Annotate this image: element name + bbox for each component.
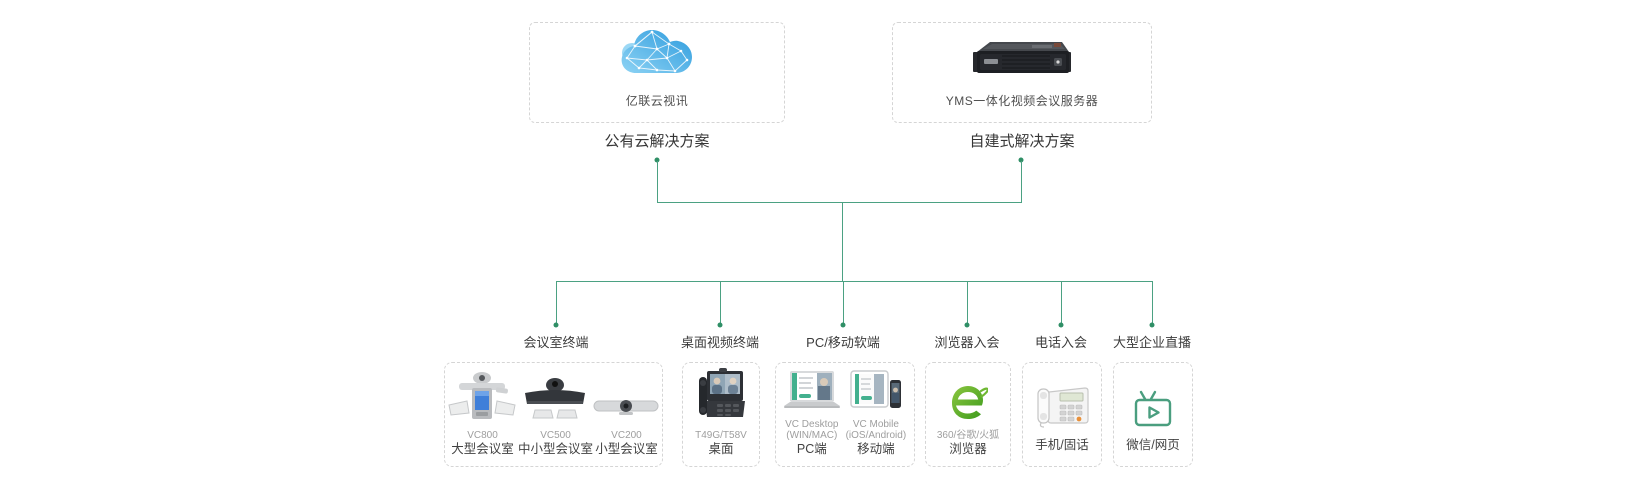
device-live-tv: 微信/网页 [1126,363,1180,466]
vc500-codec-icon [523,377,587,426]
category-pc-mobile: PC/移动软端 [806,335,880,350]
category-desktop-video: 桌面视频终端 [680,335,760,350]
cloud-icon [617,26,697,83]
device-desk-phone: 手机/固话 [1035,363,1089,466]
connector-line [657,202,1022,203]
live-streaming-box: 微信/网页 [1113,362,1193,467]
on-premise-caption: 自建式解决方案 [969,133,1075,150]
connector-line [842,202,843,282]
browser-icon [948,381,989,426]
connector-dot [717,322,723,328]
browser-join-box: 360/谷歌/火狐 浏览器 [925,362,1011,467]
connector-dot [964,322,970,328]
device-type: 大型会议室 [451,442,514,456]
public-cloud-solution-box: 亿联云视讯 [529,22,785,123]
connector-line [657,161,658,203]
tablet-phone-icon [850,370,902,415]
device-vc-desktop: VC Desktop (WIN/MAC) PC端 [783,363,840,466]
connector-line [720,281,721,323]
device-vc-mobile: VC Mobile (iOS/Android) 移动端 [845,363,907,466]
device-model: VC Mobile [852,419,899,430]
connector-line [1061,281,1062,323]
device-model: T49G/T58V [695,430,747,441]
pc-mobile-clients-box: VC Desktop (WIN/MAC) PC端 VC Mobile [775,362,915,467]
category-phone: 电话入会 [1034,335,1088,350]
device-model: VC800 [467,430,498,441]
device-vc500: VC500 中小型会议室 [518,363,593,466]
device-browser: 360/谷歌/火狐 浏览器 [937,363,999,466]
phone-join-box: 手机/固话 [1022,362,1102,467]
device-model: VC Desktop [785,419,839,430]
device-t49g-t58v: T49G/T58V 桌面 [695,363,747,466]
meeting-room-terminals-box: VC800 大型会议室 VC500 中小型会议室 [444,362,663,467]
device-type: 小型会议室 [595,442,658,456]
device-model-platform: (iOS/Android) [845,430,907,441]
device-vc200: VC200 小型会议室 [593,363,659,466]
device-type: PC端 [796,442,827,456]
connector-dot [553,322,559,328]
connector-dot [840,322,846,328]
cloud-solution-label: 亿联云视讯 [625,94,689,108]
category-meeting-room: 会议室终端 [523,335,589,350]
connector-dot [1058,322,1064,328]
connector-line [967,281,968,323]
connector-line [556,281,1153,282]
category-live: 大型企业直播 [1112,335,1192,350]
connector-dot [1149,322,1155,328]
device-type: 移动端 [857,442,895,456]
connector-dot [654,157,660,163]
connector-line [556,281,557,323]
vc800-codec-icon [447,371,517,426]
device-type: 微信/网页 [1126,438,1180,452]
device-type: 手机/固话 [1035,438,1089,452]
live-tv-icon [1132,390,1174,433]
device-vc800: VC800 大型会议室 [447,363,517,466]
device-type: 桌面 [708,442,734,456]
device-type: 中小型会议室 [517,442,593,456]
desk-phone-icon [1035,382,1089,433]
connector-line [1152,281,1153,323]
video-phone-icon [697,367,745,426]
connector-line [843,281,844,323]
server-icon [970,36,1074,83]
device-model: VC200 [611,430,642,441]
category-browser: 浏览器入会 [934,335,1000,350]
connector-dot [1018,157,1024,163]
public-cloud-caption: 公有云解决方案 [604,133,710,150]
on-premise-solution-box: YMS一体化视频会议服务器 [892,22,1152,123]
connector-line [1021,161,1022,203]
vc200-codec-icon [593,395,659,426]
device-model-platform: (WIN/MAC) [786,430,838,441]
device-model: 360/谷歌/火狐 [936,430,1000,441]
device-type: 浏览器 [949,442,987,456]
laptop-icon [783,370,840,415]
device-model: VC500 [540,430,571,441]
desktop-video-terminal-box: T49G/T58V 桌面 [682,362,760,467]
yms-server-label: YMS一体化视频会议服务器 [945,94,1099,108]
